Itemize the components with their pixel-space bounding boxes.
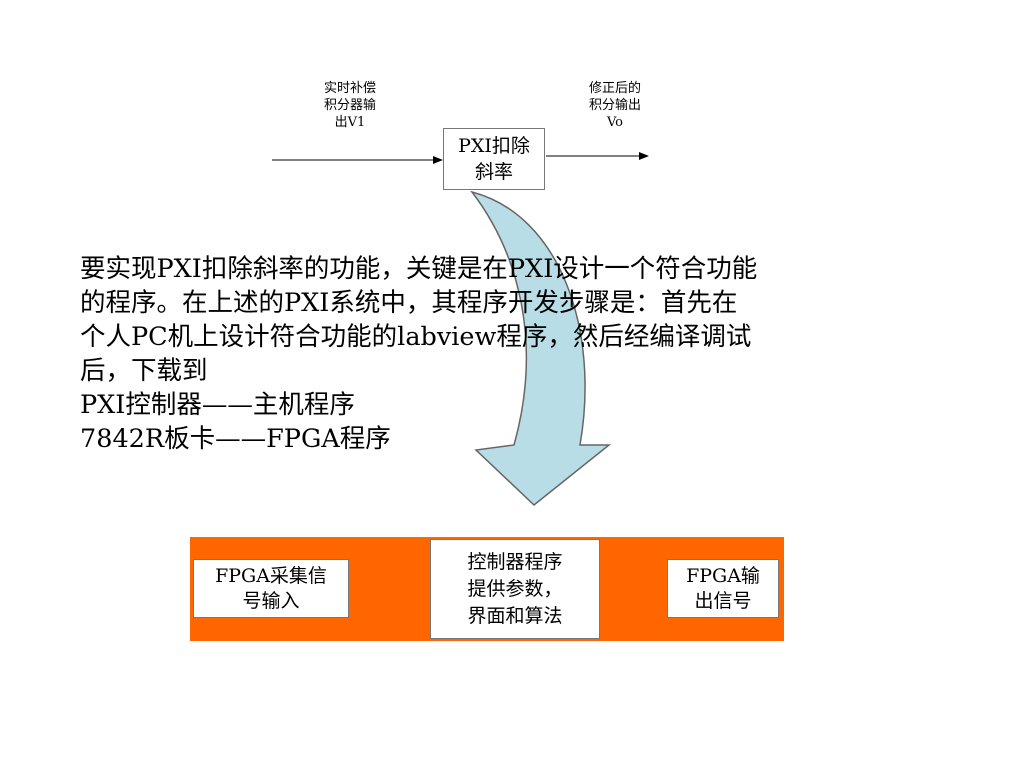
input-signal-label: 实时补偿 积分器输 出V1 (323, 81, 376, 130)
fpga-input-box: FPGA采集信 号输入 (193, 559, 349, 618)
controller-program-box: 控制器程序 提供参数， 界面和算法 (430, 539, 600, 639)
curved-down-arrow (470, 190, 612, 506)
description-text: 要实现PXI扣除斜率的功能，关键是在PXI设计一个符合功能 的程序。在上述的PX… (80, 254, 758, 454)
output-signal-label: 修正后的 积分输出 Vo (588, 81, 641, 130)
fpga-output-box: FPGA输 出信号 (667, 559, 779, 618)
pxi-process-box: PXI扣除 斜率 (443, 128, 545, 190)
